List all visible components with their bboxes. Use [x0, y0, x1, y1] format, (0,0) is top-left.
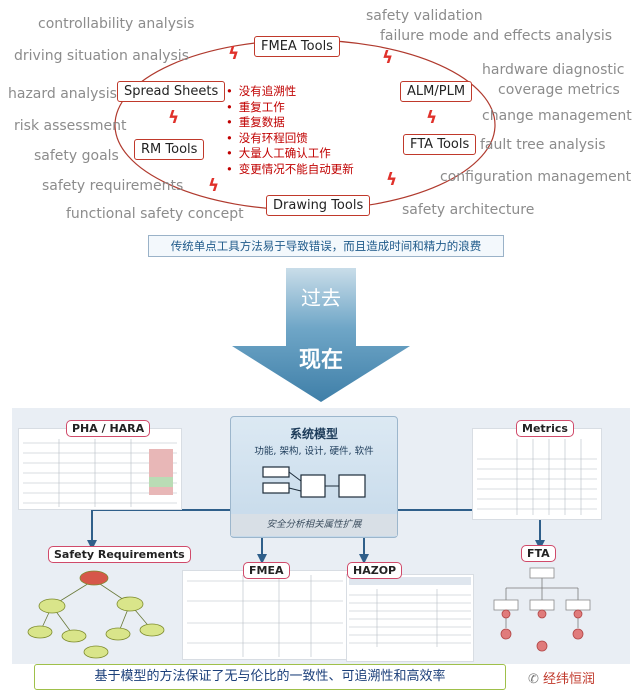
spreadsheets-box: Spread Sheets	[117, 81, 226, 102]
right-label: change management	[482, 108, 632, 124]
left-label: driving situation analysis	[14, 48, 189, 64]
problem-item: 重复工作	[226, 100, 354, 116]
right-label: configuration management	[440, 169, 632, 185]
left-label: hazard analysis	[8, 86, 117, 102]
fmea-table-thumbnail	[182, 570, 348, 660]
problem-item: 没有追溯性	[226, 84, 354, 100]
left-label: risk assessment	[14, 118, 127, 134]
fmea-tools-box: FMEA Tools	[254, 36, 340, 57]
problem-item: 重复数据	[226, 115, 354, 131]
drawing-tools-box: Drawing Tools	[266, 195, 371, 216]
hazop-table-thumbnail	[346, 574, 474, 662]
traditional-caption: 传统单点工具方法易于导致错误，而且造成时间和精力的浪费	[148, 235, 504, 257]
down-arrow-icon	[232, 268, 410, 402]
lightning-icon: ϟ	[168, 108, 180, 128]
lightning-icon: ϟ	[228, 44, 240, 64]
transition-arrow: 过去 现在	[232, 268, 410, 402]
problem-item: 变更情况不能自动更新	[226, 162, 354, 178]
fmea-label: FMEA	[243, 562, 290, 579]
fta-tools-box: FTA Tools	[403, 134, 477, 155]
alm-plm-box: ALM/PLM	[400, 81, 473, 102]
right-label: coverage metrics	[498, 82, 620, 98]
system-model-title: 系统模型	[289, 427, 338, 441]
fta-label: FTA	[521, 545, 556, 562]
left-label: safety goals	[34, 148, 119, 164]
lightning-icon: ϟ	[208, 176, 220, 196]
left-label: controllability analysis	[38, 16, 195, 32]
right-label: failure mode and effects analysis	[380, 28, 613, 44]
architecture-diagram-thumbnail	[262, 466, 366, 498]
problem-item: 大量人工确认工作	[226, 146, 354, 162]
right-label: fault tree analysis	[480, 137, 606, 153]
chat-bubble-icon: ✆	[528, 672, 539, 687]
system-model-subtitle: 功能, 架构, 设计, 硬件, 软件	[254, 446, 374, 457]
pha-hara-label: PHA / HARA	[66, 420, 151, 437]
now-label: 现在	[298, 348, 343, 373]
right-label: hardware diagnostic	[482, 62, 625, 78]
lightning-icon: ϟ	[382, 48, 394, 68]
problem-list: 没有追溯性 重复工作 重复数据 没有环程回馈 大量人工确认工作 变更情况不能自动…	[226, 84, 354, 177]
logo-text: 经纬恒润	[543, 672, 596, 687]
company-logo: ✆ 经纬恒润	[528, 668, 595, 687]
safety-requirements-label: Safety Requirements	[48, 546, 191, 563]
rm-tools-box: RM Tools	[134, 139, 205, 160]
left-label: safety requirements	[42, 178, 184, 194]
problem-item: 没有环程回馈	[226, 131, 354, 147]
pha-hara-table-thumbnail	[18, 428, 182, 510]
right-label: safety architecture	[402, 202, 535, 218]
left-label: functional safety concept	[66, 206, 244, 222]
metrics-label: Metrics	[516, 420, 574, 437]
system-model-box: 系统模型 功能, 架构, 设计, 硬件, 软件 安全分析相关属性扩展	[230, 416, 398, 538]
system-model-band: 安全分析相关属性扩展	[231, 514, 397, 536]
lightning-icon: ϟ	[426, 108, 438, 128]
fault-tree-thumbnail	[493, 567, 591, 652]
lightning-icon: ϟ	[386, 170, 398, 190]
right-label: safety validation	[366, 8, 483, 24]
model-based-caption: 基于模型的方法保证了无与伦比的一致性、可追溯性和高效率	[34, 664, 506, 690]
past-label: 过去	[301, 286, 341, 310]
metrics-table-thumbnail	[472, 428, 602, 520]
requirements-tree-thumbnail	[27, 570, 165, 659]
hazop-label: HAZOP	[347, 562, 403, 579]
